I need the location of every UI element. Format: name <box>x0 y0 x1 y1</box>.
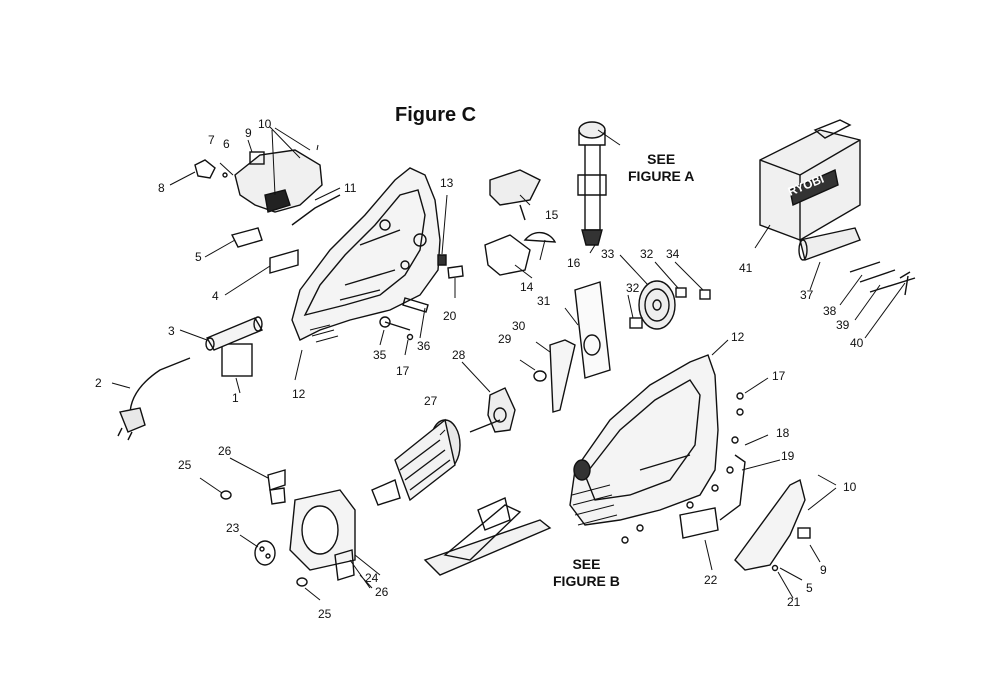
callout-11: 11 <box>344 181 357 195</box>
power-cord-drawing <box>117 357 191 441</box>
see-figure-b-ref: SEE FIGURE B <box>553 556 620 589</box>
callout-16: 16 <box>567 256 581 270</box>
callout-17: 17 <box>396 364 410 378</box>
callout-27: 27 <box>424 394 438 408</box>
callout-4: 4 <box>212 289 219 303</box>
callout-5: 5 <box>195 250 202 264</box>
callout-20: 20 <box>443 309 457 323</box>
callout-6: 6 <box>223 137 230 151</box>
callout-30: 30 <box>512 319 526 333</box>
callout-31: 31 <box>537 294 551 308</box>
callout-15: 15 <box>545 208 559 222</box>
left-housing-drawing <box>291 167 441 343</box>
callout-39: 39 <box>836 318 850 332</box>
callout-29: 29 <box>498 332 512 346</box>
bushing-drawing <box>205 316 264 351</box>
callout-3: 3 <box>168 324 175 338</box>
figure-title: Figure C <box>395 104 477 126</box>
callout-25-lower: 25 <box>318 607 332 621</box>
see-figure-a-ref: SEE FIGURE A <box>628 151 695 184</box>
callout-25: 25 <box>178 458 192 472</box>
callout-12-right: 12 <box>731 330 745 344</box>
right-housing-drawing <box>569 354 719 526</box>
blade-guard-drawing <box>194 149 341 248</box>
callout-33: 33 <box>601 247 615 261</box>
callout-19: 19 <box>781 449 795 463</box>
base-shoe-drawing <box>423 497 552 576</box>
callout-38: 38 <box>823 304 837 318</box>
label-plate-1 <box>221 343 253 377</box>
callout-8: 8 <box>158 181 165 195</box>
callout-28: 28 <box>452 348 466 362</box>
callout-17-right: 17 <box>772 369 786 383</box>
callout-26-lower: 26 <box>375 585 389 599</box>
callout-35: 35 <box>373 348 387 362</box>
callout-2: 2 <box>95 376 102 390</box>
callout-41: 41 <box>739 261 753 275</box>
callout-32: 32 <box>640 247 654 261</box>
field-coil-drawing <box>289 489 356 571</box>
label-plate-4 <box>269 249 299 274</box>
callout-12: 12 <box>292 387 306 401</box>
callout-labels: 1 2 3 4 5 6 7 8 9 10 11 12 13 14 15 16 1… <box>95 117 864 621</box>
callout-23: 23 <box>226 521 240 535</box>
carry-case-drawing <box>759 119 861 241</box>
callout-5-right: 5 <box>806 581 813 595</box>
callout-24: 24 <box>365 571 379 585</box>
gear-drawing <box>638 280 676 330</box>
callout-22: 22 <box>704 573 718 587</box>
callout-26: 26 <box>218 444 232 458</box>
callout-37: 37 <box>800 288 814 302</box>
callout-18: 18 <box>776 426 790 440</box>
callout-14: 14 <box>520 280 534 294</box>
callout-9-right: 9 <box>820 563 827 577</box>
blade-clamp-shaft-drawing <box>577 121 607 246</box>
callout-7: 7 <box>208 133 215 147</box>
callout-40: 40 <box>850 336 864 350</box>
callout-9: 9 <box>245 126 252 140</box>
callout-13: 13 <box>440 176 454 190</box>
callout-10: 10 <box>258 117 272 131</box>
callout-34: 34 <box>666 247 680 261</box>
armature-drawing <box>371 418 501 506</box>
callout-10-right: 10 <box>843 480 857 494</box>
callout-21: 21 <box>787 595 801 609</box>
callout-32-lower: 32 <box>626 281 640 295</box>
callout-1: 1 <box>232 391 239 405</box>
callout-36: 36 <box>417 339 431 353</box>
